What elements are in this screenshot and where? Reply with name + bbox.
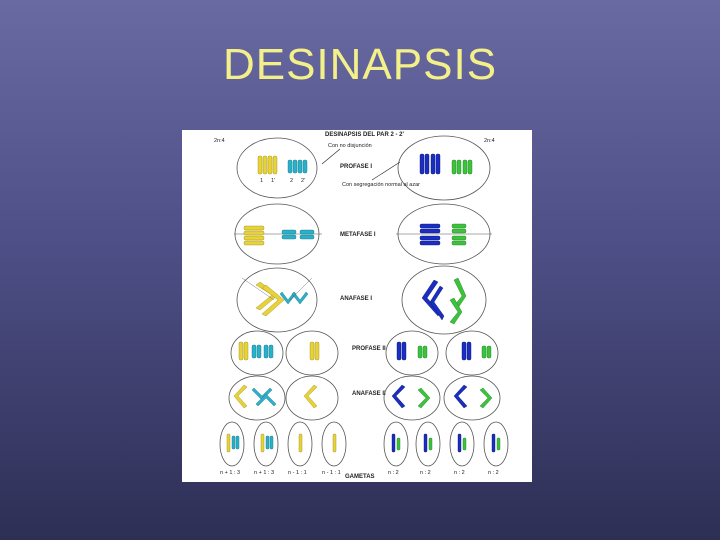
cell-prophase2-4 <box>445 330 499 376</box>
label-prophase-2: PROFASE II <box>352 346 386 352</box>
label-1p: 1' <box>271 178 275 184</box>
diagram-header: DESINAPSIS DEL PAR 2 - 2' <box>325 132 404 138</box>
cell-anaphase1-right <box>401 265 487 335</box>
gametes-row <box>219 421 509 467</box>
cell-prophase1-right <box>397 135 491 201</box>
gamete-label-4: n - 1 : 1 <box>322 470 341 476</box>
label-2: 2 <box>290 178 293 184</box>
slide-title: DESINAPSIS <box>222 40 498 89</box>
chromosomes-anaphase1-right <box>421 277 467 325</box>
cell-prophase1-left <box>236 137 318 199</box>
label-1: 1 <box>260 178 263 184</box>
label-anaphase-1: ANAFASE I <box>340 296 372 302</box>
cell-anaphase2-2 <box>285 375 339 421</box>
left-count: 2n:4 <box>214 138 225 144</box>
gamete-label-5: n : 2 <box>388 470 399 476</box>
cell-prophase2-1 <box>230 330 284 376</box>
cell-anaphase2-4 <box>443 375 501 421</box>
meiosis-diagram: DESINAPSIS DEL PAR 2 - 2' 2n:4 2n:4 Con … <box>182 130 532 482</box>
arrow-normal <box>371 161 401 181</box>
note-nondisjunction: Con no disjunción <box>328 143 372 149</box>
cell-anaphase1-left <box>236 267 318 333</box>
chromosomes-prophase1-left <box>257 155 308 175</box>
gamete-label-3: n - 1 : 1 <box>288 470 307 476</box>
label-metaphase-1: METAFASE I <box>340 232 376 238</box>
cell-anaphase2-3 <box>383 375 441 421</box>
label-gametes: GAMETAS <box>345 474 375 480</box>
label-prophase-1: PROFASE I <box>340 164 372 170</box>
gamete-label-7: n : 2 <box>454 470 465 476</box>
gamete-label-1: n + 1 : 3 <box>220 470 240 476</box>
arrow-nondisjunction <box>321 148 341 165</box>
chromosomes-metaphase1-right <box>419 223 467 246</box>
right-count: 2n:4 <box>484 138 495 144</box>
gamete-label-6: n : 2 <box>420 470 431 476</box>
cell-prophase2-2 <box>285 330 339 376</box>
chromosomes-anaphase2 <box>233 384 493 409</box>
note-normal: Con segregación normal al azar <box>342 182 420 188</box>
chromosomes-prophase1-right <box>419 153 473 175</box>
label-anaphase-2: ANAFASE II <box>352 391 386 397</box>
meiosis-diagram-svg: DESINAPSIS DEL PAR 2 - 2' 2n:4 2n:4 Con … <box>214 132 509 480</box>
cell-prophase2-3 <box>385 330 439 376</box>
cell-anaphase2-1 <box>228 375 286 421</box>
gamete-label-8: n : 2 <box>488 470 499 476</box>
chromosomes-anaphase1-left <box>255 281 309 317</box>
chromosomes-metaphase1-left <box>243 225 315 246</box>
label-2p: 2' <box>301 178 305 184</box>
chromosomes-prophase2 <box>238 341 492 361</box>
gamete-label-2: n + 1 : 3 <box>254 470 274 476</box>
